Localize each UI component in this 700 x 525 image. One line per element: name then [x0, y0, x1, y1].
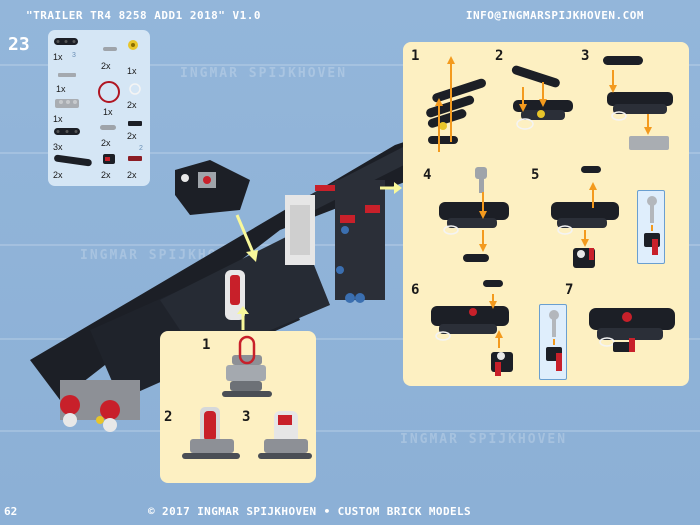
substep-number: 7: [565, 282, 574, 298]
watermark-text: INGMAR SPIJKHOVEN: [180, 66, 348, 81]
substep-1-illustration: [426, 56, 487, 152]
substep-number: 6: [411, 282, 420, 298]
red-connector-icon: [103, 154, 115, 164]
copyright-text: © 2017 INGMAR SPIJKHOVEN • CUSTOM BRICK …: [148, 505, 472, 518]
parts-list-panel: 1x 3 2x 1x 1x 1x 1x 2x 3x 2x 2x 2x 2x 2 …: [48, 30, 150, 186]
part-qty: 2x: [127, 131, 137, 141]
yellow-gear-icon: [128, 40, 138, 50]
white-bush-icon: [129, 83, 141, 95]
substep-number: 2: [164, 409, 173, 425]
substep-illustrations: [426, 56, 675, 376]
substep-number: 1: [411, 48, 420, 64]
part-qty: 1x: [53, 114, 63, 124]
substep-4-illustration: [439, 167, 509, 262]
part-qty: 2x: [53, 170, 63, 180]
substep-5-illustration: [551, 166, 619, 268]
substep-2-illustration: [511, 65, 573, 130]
page-number: 62: [4, 505, 18, 518]
model-title: "TRAILER TR4 8258 ADD1 2018" V1.0: [26, 9, 262, 22]
black-liftarm-icon: [54, 128, 80, 135]
part-qty: 3x: [53, 142, 63, 152]
subassembly-panel-right: 1 2 3 4 5 6 7: [403, 42, 689, 386]
callout-box: [539, 304, 567, 380]
watermark-text: INGMAR SPIJKHOVEN: [400, 432, 568, 447]
substep-number: 1: [202, 337, 211, 353]
bottom-substep-illustrations: [182, 335, 312, 459]
page-footer: [0, 500, 700, 525]
substep-number: 3: [242, 409, 251, 425]
part-qty: 2x: [127, 170, 137, 180]
bottom-substep-1-illustration: [222, 335, 272, 397]
substep-number: 4: [423, 167, 432, 183]
substep-6-illustration: [431, 280, 513, 376]
grey-pin-icon: [103, 47, 117, 51]
contact-email: INFO@INGMARSPIJKHOVEN.COM: [465, 9, 644, 22]
black-liftarm-long-icon: [54, 154, 92, 167]
grey-axle-icon: [58, 73, 76, 77]
black-liftarm-icon: [54, 38, 78, 45]
grey-axle-pin-icon: [100, 125, 116, 130]
bottom-substep-3-illustration: [258, 411, 312, 459]
grey-plate-icon: [55, 99, 79, 108]
substep-number: 2: [495, 48, 504, 64]
substep-7-illustration: [589, 308, 675, 352]
subassembly-panel-bottom: 1 2 3: [160, 331, 316, 483]
substep-number: 5: [531, 167, 540, 183]
ball-joint-icon: [546, 310, 562, 371]
black-axle-icon: [128, 121, 142, 126]
substep-number: 3: [581, 48, 590, 64]
red-pin-icon: [128, 156, 142, 161]
ball-joint-icon: [644, 196, 660, 255]
part-note: 2: [139, 145, 143, 152]
part-qty: 2x: [101, 138, 111, 148]
step-number: 23: [8, 34, 30, 55]
part-qty: 1x: [53, 52, 63, 62]
red-rubber-band-icon: [98, 81, 120, 103]
substep-3-illustration: [603, 56, 673, 150]
part-qty: 1x: [56, 84, 66, 94]
part-qty: 1x: [127, 66, 137, 76]
callout-box: [637, 190, 665, 264]
part-qty: 2x: [127, 100, 137, 110]
part-note: 3: [72, 52, 76, 59]
bottom-substep-2-illustration: [182, 407, 240, 459]
part-qty: 2x: [101, 170, 111, 180]
part-qty: 1x: [103, 107, 113, 117]
part-qty: 2x: [101, 61, 111, 71]
